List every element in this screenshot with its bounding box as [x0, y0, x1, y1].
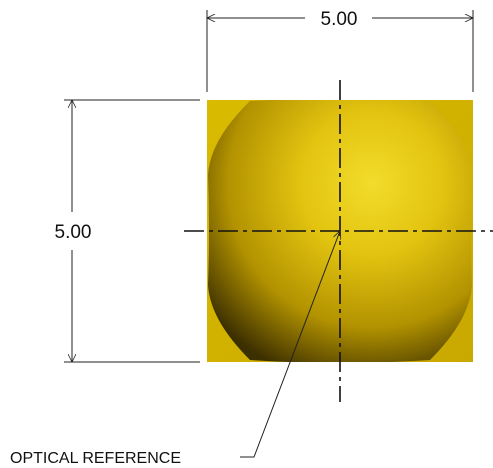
width-dimension-label: 5.00 [321, 9, 358, 30]
callout-label: OPTICAL REFERENCE [10, 450, 181, 467]
optical-reference-callout: OPTICAL REFERENCE [10, 231, 340, 467]
width-dimension: 5.00 [207, 9, 473, 92]
height-dimension-label: 5.00 [55, 222, 92, 243]
height-dimension: 5.00 [55, 100, 200, 362]
callout-leader [240, 231, 340, 458]
